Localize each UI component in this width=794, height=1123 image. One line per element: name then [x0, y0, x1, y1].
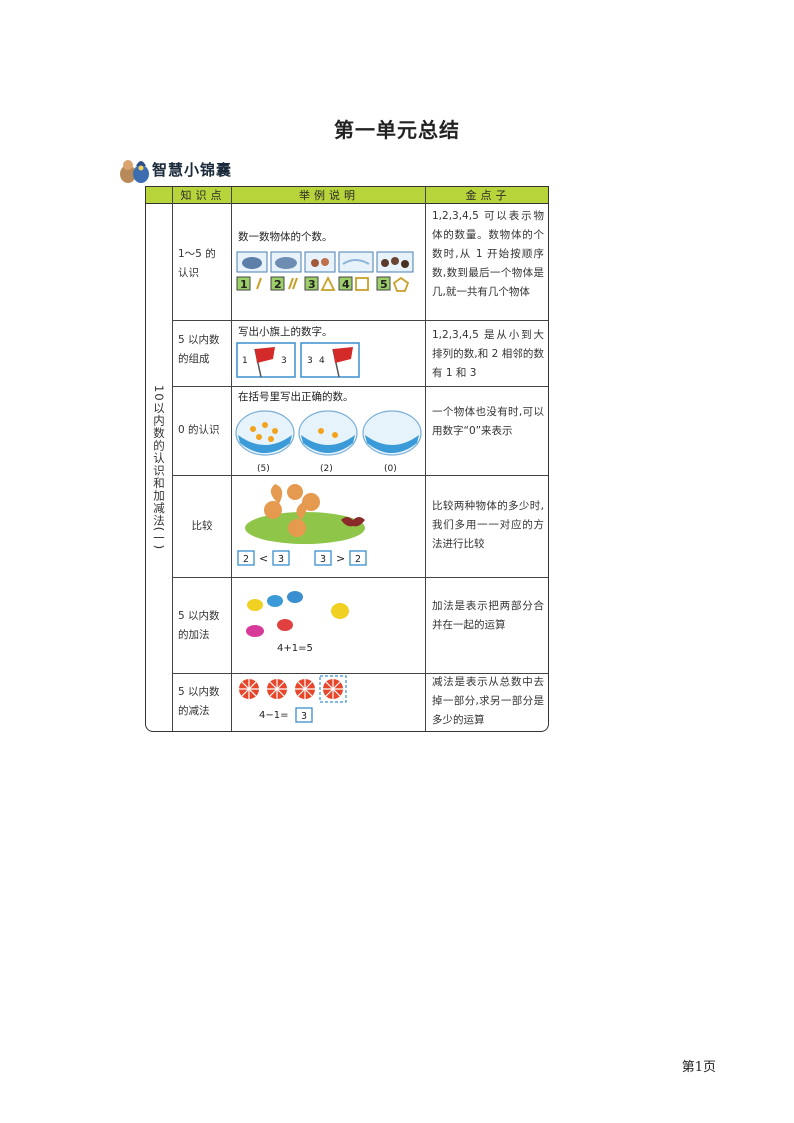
header-tip: 金点子 [465, 189, 511, 202]
num-3: 3 [308, 278, 316, 291]
compare-2-left: 3 [320, 554, 326, 565]
topic-compare: 比较 [191, 520, 213, 532]
compare-1-left: 2 [243, 554, 249, 565]
bowl-label-1: (5) [257, 464, 270, 474]
tip-row-1: 1,2,3,4,5 可以表示物体的数量。数物体的个数时,从 1 开始按顺序数,数… [432, 210, 544, 298]
mascot-icon [120, 160, 149, 183]
counting-illustration: 1 2 3 4 5 [236, 251, 414, 292]
compare-2-op: > [336, 552, 345, 565]
flag-right-num-3: 3 [307, 356, 313, 366]
bowl-label-3: (0) [384, 464, 397, 474]
page-number: 第1页 [681, 1060, 716, 1075]
banner-title: 智慧小锦囊 [152, 160, 233, 179]
tip-row-4: 比较两种物体的多少时,我们多用一一对应的方法进行比较 [432, 500, 544, 550]
birds-illustration: 4+1=5 [246, 591, 349, 654]
compare-1-right: 3 [278, 554, 284, 565]
flag-left-num-1: 1 [242, 356, 248, 366]
topic-subtraction: 5 以内数的减法 [178, 686, 220, 717]
example-subtraction: 4−1= 3 [232, 675, 424, 731]
summary-table: 知识点 举例说明 金点子 10以内数的认识和加减法(一) 1～5 的认识 数一数… [145, 186, 549, 732]
header-example: 举例说明 [299, 189, 359, 202]
topic-1-5: 1～5 的认识 [178, 248, 216, 279]
tip-row-5: 加法是表示把两部分合并在一起的运算 [432, 600, 544, 631]
subtraction-answer: 3 [301, 711, 307, 722]
example-flags: 写出小旗上的数字。 1 3 3 4 [232, 324, 424, 385]
flag-right-num-4: 4 [319, 356, 325, 366]
topic-zero: 0 的认识 [178, 424, 220, 436]
num-4: 4 [342, 278, 350, 291]
example-fishbowls: 在括号里写出正确的数。 (5) (2) (0) [232, 389, 424, 479]
page-title: 第一单元总结 [334, 118, 460, 142]
flag-icon [333, 347, 353, 363]
table-header: 知识点 举例说明 金点子 [146, 187, 548, 204]
num-2: 2 [274, 278, 282, 291]
compare-2-right: 2 [355, 554, 361, 565]
subtraction-equation: 4−1= [259, 710, 288, 721]
num-5: 5 [380, 278, 388, 291]
bowl-label-2: (2) [320, 464, 333, 474]
header-topic: 知识点 [180, 189, 226, 202]
topic-composition: 5 以内数的组成 [178, 334, 220, 365]
tip-row-6: 减法是表示从总数中去掉一部分,求另一部分是多少的运算 [432, 676, 544, 726]
flag-left-num-3: 3 [281, 356, 287, 366]
example-addition: 4+1=5 [232, 581, 424, 675]
tip-row-2: 1,2,3,4,5 是从小到大排列的数,和 2 相邻的数有 1 和 3 [432, 329, 544, 379]
tips-banner: 智慧小锦囊 [118, 154, 232, 184]
flag-icon [255, 347, 275, 363]
squirrels-illustration: 2 < 3 3 > 2 [237, 484, 367, 566]
addition-equation: 4+1=5 [277, 643, 313, 654]
flags-illustration: 1 3 3 4 [236, 342, 360, 378]
category-label: 10以内数的认识和加减法(一) [152, 384, 166, 551]
tip-row-3: 一个物体也没有时,可以用数字“0”来表示 [432, 406, 544, 437]
fishbowls-illustration: (5) (2) (0) [235, 410, 422, 474]
compare-1-op: < [259, 552, 268, 565]
example-compare: 2 < 3 3 > 2 [232, 478, 424, 580]
example-counting: 数一数物体的个数。 1 2 3 4 5 [232, 229, 424, 298]
num-1: 1 [240, 278, 248, 291]
topic-addition: 5 以内数的加法 [178, 610, 220, 641]
flowers-illustration: 4−1= 3 [239, 675, 347, 723]
